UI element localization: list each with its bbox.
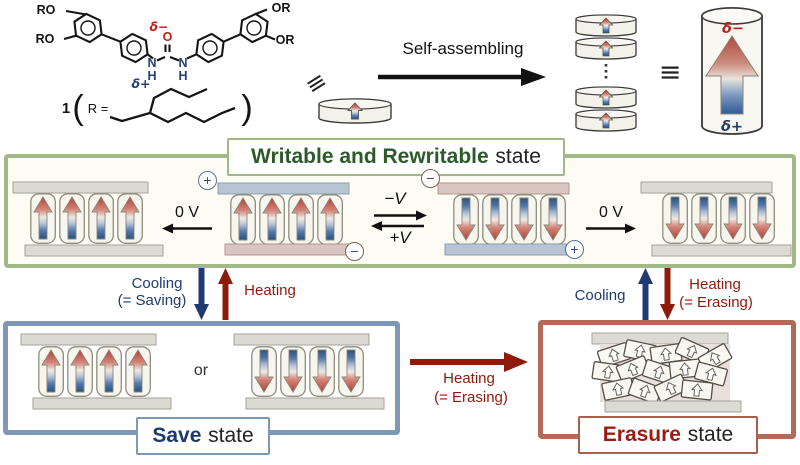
zero-voltage-arrow-left (162, 223, 212, 234)
saved-cell-down (233, 333, 385, 410)
aromatic-circle (202, 40, 218, 56)
electrode-top (20, 333, 157, 346)
or-label: or (193, 362, 209, 379)
electrode-top-positive (217, 182, 350, 195)
electrode-top (640, 181, 773, 194)
save-state-title: Save state (136, 417, 270, 455)
heating-arrow-up (218, 268, 233, 320)
benzene-ring (239, 12, 269, 44)
benzene-ring (119, 32, 149, 64)
electrode-top (591, 332, 729, 345)
heating-arrow-down (660, 268, 675, 320)
writable-state-title-rest: state (495, 145, 541, 168)
ro-label: RO (37, 3, 56, 17)
monomer-disc (318, 98, 392, 124)
erasing-label: (= Erasing) (679, 294, 753, 312)
benzene-ring (73, 12, 103, 44)
aromatic-circle (126, 40, 142, 56)
paren-open: ( (72, 89, 84, 127)
electrode-bottom-negative (224, 243, 356, 256)
minus-charge-badge: − (345, 242, 364, 261)
plus-v-label: +V (389, 227, 411, 247)
erasure-state-title-rest: state (687, 423, 734, 446)
saved-cell-up (20, 333, 172, 410)
minus-charge-badge: − (421, 169, 440, 188)
heating-label: Heating (689, 275, 741, 293)
dipole-up-arrow-icon (705, 35, 759, 115)
lc-cell-up (12, 181, 164, 257)
electrode-bottom (651, 244, 792, 257)
electrode-top-negative (437, 182, 570, 195)
zero-voltage-arrow-right (586, 223, 636, 234)
plus-charge-badge: + (198, 171, 217, 190)
molecular-stack (575, 14, 637, 132)
hydrogen-label: H (178, 69, 187, 83)
or-label: OR (272, 1, 291, 15)
writable-state-title: Writable and Rewritable state (227, 138, 565, 176)
delta-plus-label: δ+ (721, 119, 743, 135)
plus-charge-badge: + (565, 240, 584, 259)
electrode-bottom-positive (444, 243, 576, 256)
heating-label: Heating (443, 369, 495, 387)
r-group-label: R = (88, 101, 109, 116)
save-state-title-rest: state (208, 424, 254, 447)
paren-close: ) (241, 89, 252, 127)
ro-label: RO (36, 32, 55, 46)
nitrogen-label: N (178, 56, 187, 70)
benzene-ring (195, 32, 225, 64)
lc-cell-down (640, 181, 792, 257)
minus-v-label: −V (384, 188, 406, 208)
dipole-up-arrow-icon (346, 102, 364, 120)
saving-label: (= Saving) (117, 292, 187, 310)
equilibrium-arrows (371, 210, 427, 231)
delta-minus-label: δ− (722, 21, 744, 37)
erasing-label: (= Erasing) (434, 389, 508, 407)
writable-state-title-text: Writable and Rewritable (251, 145, 489, 168)
electrode-bottom (24, 244, 164, 257)
molecule-structure: RO RO OR OR O N N H H δ− δ+ 1 ( R = ) (36, 1, 295, 127)
compound-number: 1 (62, 100, 70, 117)
lc-cell-charged-down (437, 182, 576, 256)
alkyl-chain (109, 106, 236, 124)
delta-plus-label: δ+ (131, 76, 150, 91)
cooling-arrow-down (194, 268, 209, 320)
dipole-cylinder: δ− δ+ (701, 7, 763, 135)
lc-cell-charged-up (217, 182, 356, 256)
heating-erasing-arrow (410, 352, 528, 372)
cooling-arrow-up (638, 268, 653, 320)
zero-voltage-label: 0 V (174, 203, 199, 221)
hydrogen-label: H (147, 69, 156, 83)
electrode-top (12, 181, 149, 194)
heating-label: Heating (244, 281, 296, 299)
cooling-label: Cooling (574, 286, 626, 304)
or-label: OR (276, 33, 295, 47)
electrode-bottom (32, 397, 172, 410)
self-assembling-arrow (378, 68, 546, 86)
electrode-bottom (604, 400, 742, 413)
nitrogen-label: N (147, 56, 156, 70)
molecule-bonds (63, 8, 276, 124)
oxygen-label: O (163, 30, 173, 44)
alkyl-chain-branch (148, 87, 208, 114)
equivalence-symbol: ≡ (658, 56, 682, 88)
cooling-label: Cooling (131, 274, 183, 292)
self-assembling-label: Self-assembling (402, 39, 524, 58)
electrode-bottom (245, 397, 385, 410)
electrode-top (233, 333, 370, 346)
disordered-cell (591, 332, 742, 413)
delta-minus-label: δ− (149, 19, 168, 34)
aromatic-circle (246, 20, 262, 36)
save-state-title-text: Save (152, 424, 202, 447)
erasure-state-title-text: Erasure (602, 423, 681, 446)
erasure-state-title: Erasure state (578, 416, 758, 454)
aromatic-circle (80, 20, 96, 36)
zero-voltage-label: 0 V (598, 203, 623, 221)
